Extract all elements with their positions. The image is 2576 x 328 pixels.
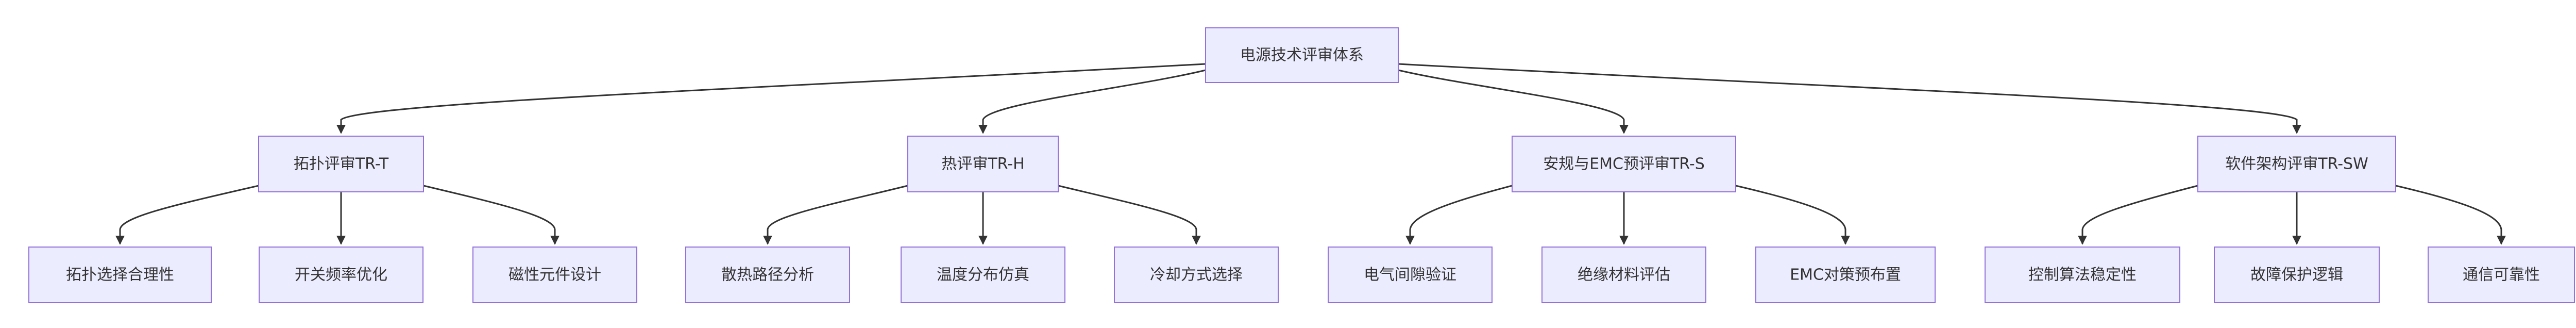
leaf-node-2-1-label: 绝缘材料评估 bbox=[1578, 266, 1670, 284]
root-node-label: 电源技术评审体系 bbox=[1240, 46, 1364, 64]
edge-branch-3-leaf-2 bbox=[2395, 185, 2506, 245]
branch-node-2-label: 安规与EMC预评审TR-S bbox=[1543, 155, 1705, 173]
leaf-node-3-1-label: 故障保护逻辑 bbox=[2250, 266, 2343, 284]
leaf-node-1-1-box bbox=[901, 247, 1065, 303]
leaf-node-1-2: 冷却方式选择 bbox=[1114, 247, 1279, 303]
edge-branch-3-leaf-0 bbox=[2078, 185, 2198, 245]
branch-node-1-label: 热评审TR-H bbox=[941, 155, 1024, 173]
leaf-node-3-0-label: 控制算法稳定性 bbox=[2028, 266, 2137, 284]
leaf-node-2-2: EMC对策预布置 bbox=[1755, 247, 1936, 303]
leaf-node-3-2: 通信可靠性 bbox=[2428, 247, 2575, 303]
edge-root-branch-3 bbox=[1398, 63, 2301, 134]
edge-branch-1-leaf-2 bbox=[1058, 185, 1201, 245]
root-node-box bbox=[1205, 27, 1399, 83]
leaf-node-1-0-label: 散热路径分析 bbox=[721, 266, 814, 284]
leaf-node-2-2-label: EMC对策预布置 bbox=[1790, 266, 1901, 284]
leaf-node-3-0-box bbox=[1985, 247, 2180, 303]
leaf-node-1-1-label: 温度分布仿真 bbox=[937, 266, 1029, 284]
edges bbox=[115, 63, 2506, 245]
branch-node-1: 热评审TR-H bbox=[907, 136, 1059, 192]
leaf-node-1-0: 散热路径分析 bbox=[685, 247, 850, 303]
leaf-node-0-0: 拓扑选择合理性 bbox=[28, 247, 212, 303]
edge-branch-2-leaf-0 bbox=[1405, 185, 1513, 245]
leaf-node-0-2-label: 磁性元件设计 bbox=[509, 266, 601, 284]
branch-node-2: 安规与EMC预评审TR-S bbox=[1512, 136, 1736, 192]
edge-branch-1-leaf-0 bbox=[763, 185, 908, 245]
leaf-node-0-1: 开关频率优化 bbox=[259, 247, 423, 303]
leaf-node-3-2-box bbox=[2428, 247, 2575, 303]
branch-node-0-box bbox=[258, 136, 424, 192]
leaf-node-3-1: 故障保护逻辑 bbox=[2214, 247, 2380, 303]
leaf-node-0-1-box bbox=[259, 247, 423, 303]
edge-branch-2-leaf-2 bbox=[1735, 185, 1850, 245]
leaf-node-3-2-label: 通信可靠性 bbox=[2463, 266, 2540, 284]
branch-node-0-label: 拓扑评审TR-T bbox=[294, 155, 389, 173]
leaf-node-3-1-box bbox=[2214, 247, 2380, 303]
edge-root-branch-2 bbox=[1398, 69, 1629, 134]
leaf-node-2-1: 绝缘材料评估 bbox=[1541, 247, 1706, 303]
leaf-node-2-0-box bbox=[1328, 247, 1493, 303]
leaf-node-1-0-box bbox=[685, 247, 850, 303]
leaf-node-2-1-box bbox=[1541, 247, 1706, 303]
leaf-node-2-0-label: 电气间隙验证 bbox=[1364, 266, 1456, 284]
leaf-node-1-1: 温度分布仿真 bbox=[901, 247, 1065, 303]
edge-root-branch-1 bbox=[978, 69, 1206, 134]
branch-node-2-box bbox=[1512, 136, 1736, 192]
leaf-node-0-0-label: 拓扑选择合理性 bbox=[66, 266, 174, 284]
branch-node-3: 软件架构评审TR-SW bbox=[2197, 136, 2396, 192]
branch-node-1-box bbox=[907, 136, 1059, 192]
branch-node-3-label: 软件架构评审TR-SW bbox=[2225, 155, 2368, 173]
edge-branch-0-leaf-0 bbox=[115, 185, 259, 245]
leaf-node-2-0: 电气间隙验证 bbox=[1328, 247, 1493, 303]
root-node: 电源技术评审体系 bbox=[1205, 27, 1399, 83]
leaf-node-3-0: 控制算法稳定性 bbox=[1985, 247, 2180, 303]
branch-node-0: 拓扑评审TR-T bbox=[258, 136, 424, 192]
branch-node-3-box bbox=[2197, 136, 2396, 192]
leaf-node-0-0-box bbox=[28, 247, 212, 303]
leaf-node-0-1-label: 开关频率优化 bbox=[295, 266, 387, 284]
edge-branch-0-leaf-2 bbox=[423, 185, 560, 245]
leaf-node-1-2-label: 冷却方式选择 bbox=[1150, 266, 1243, 284]
leaf-node-1-2-box bbox=[1114, 247, 1279, 303]
leaf-node-2-2-box bbox=[1755, 247, 1936, 303]
leaf-node-0-2: 磁性元件设计 bbox=[472, 247, 637, 303]
edge-root-branch-0 bbox=[336, 63, 1206, 134]
leaf-node-0-2-box bbox=[472, 247, 637, 303]
